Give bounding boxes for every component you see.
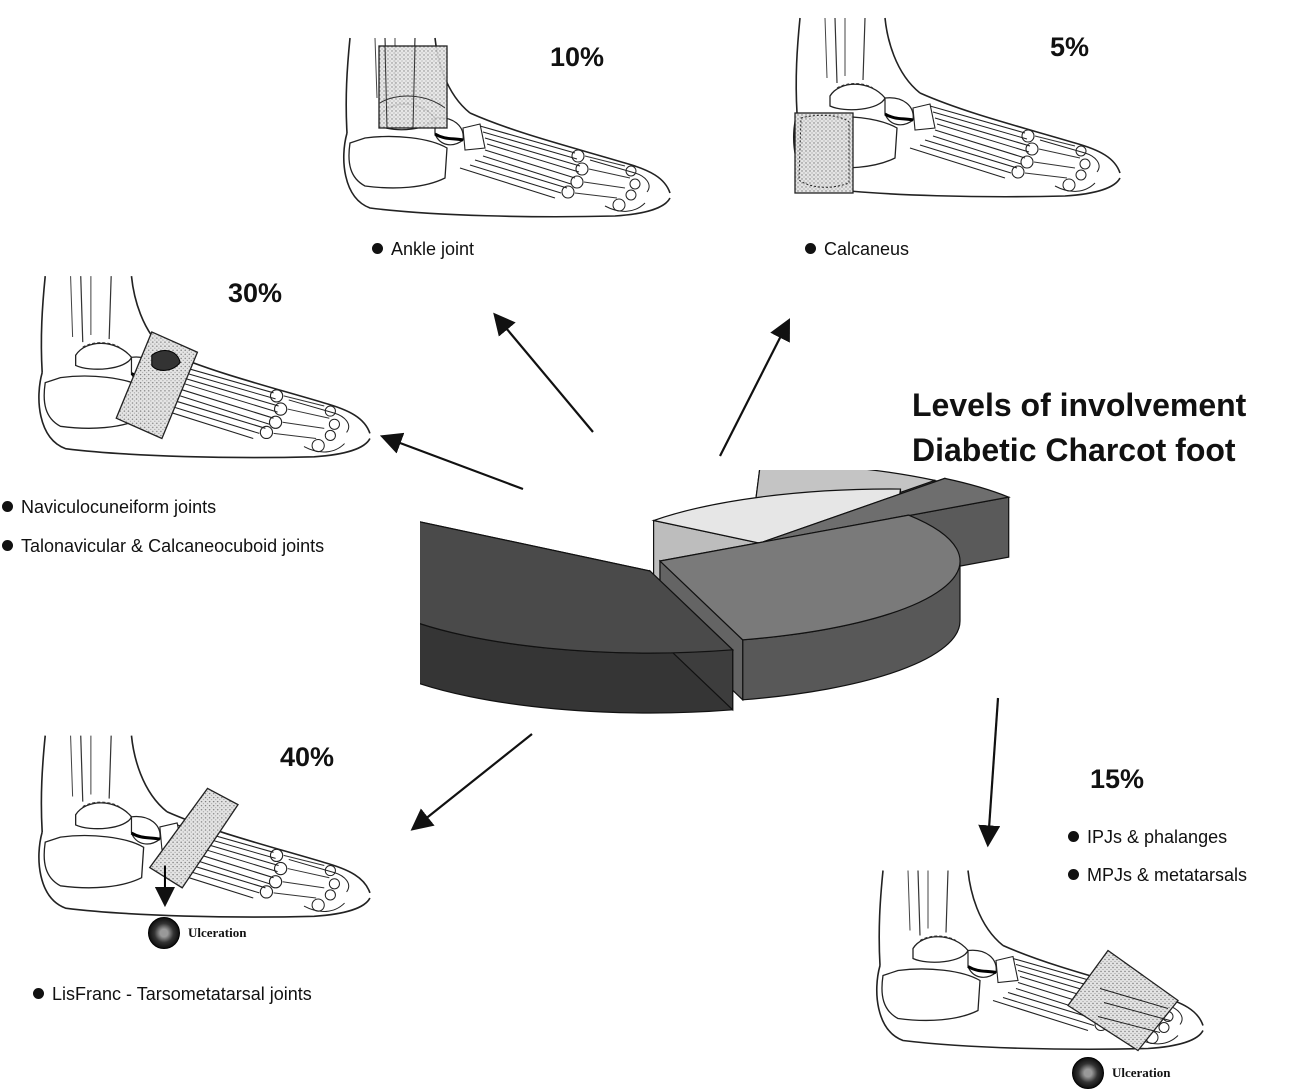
percent-lisfranc: 40% (280, 742, 335, 772)
bullet-icon (805, 243, 816, 254)
highlight-forefoot (1067, 949, 1179, 1052)
bullet-icon (33, 988, 44, 999)
label-mpjs-metatarsals: MPJs & metatarsals (1068, 865, 1247, 886)
percent-ankle: 10% (550, 42, 605, 72)
diagram-title: Levels of involvement Diabetic Charcot f… (912, 383, 1246, 473)
title-line-1: Levels of involvement (912, 387, 1247, 423)
label-naviculocuneiform: Naviculocuneiform joints (2, 497, 216, 518)
bullet-icon (1068, 831, 1079, 842)
label-talonavicular-calcaneocuboid: Talonavicular & Calcaneocuboid joints (2, 536, 324, 557)
ulceration-marker-lisfranc: Ulceration (148, 917, 246, 949)
arrow-to-ankle (493, 312, 594, 433)
pie-slice-top (420, 521, 735, 654)
label-calcaneus: Calcaneus (805, 239, 909, 260)
arrow-to-forefoot (978, 697, 1001, 848)
pie-slice-3 (658, 514, 961, 702)
pie-slice-top (658, 514, 961, 641)
bullet-icon (1068, 869, 1079, 880)
percent-midfoot: 30% (228, 278, 283, 308)
pie-slice-4 (420, 521, 735, 714)
pie-chart (420, 470, 1011, 714)
bullet-icon (372, 243, 383, 254)
label-ipjs-phalanges: IPJs & phalanges (1068, 827, 1227, 848)
ulcer-icon (1072, 1057, 1104, 1089)
ulceration-marker-forefoot: Ulceration (1072, 1057, 1170, 1089)
arrow-to-lisfranc (410, 733, 533, 831)
label-lisfranc: LisFranc - Tarsometatarsal joints (33, 984, 312, 1005)
arrow-to-midfoot (379, 432, 524, 491)
highlight-calcaneus (794, 112, 854, 194)
bullet-icon (2, 540, 13, 551)
percent-forefoot: 15% (1090, 764, 1145, 794)
arrow-to-calcaneus (719, 318, 790, 457)
title-line-2: Diabetic Charcot foot (912, 432, 1236, 468)
pie-slice-top (759, 477, 1011, 544)
foot-illustration-forefoot (875, 869, 1205, 1052)
percent-calcaneus: 5% (1050, 32, 1090, 62)
foot-illustration-calcaneus (792, 16, 1122, 199)
foot-illustration-lisfranc (37, 734, 372, 919)
label-ankle-joint: Ankle joint (372, 239, 474, 260)
foot-illustration-ankle (342, 36, 672, 219)
ulcer-icon (148, 917, 180, 949)
highlight-lisfranc-joints (148, 787, 239, 889)
foot-illustration-midfoot (37, 274, 372, 460)
bullet-icon (2, 501, 13, 512)
